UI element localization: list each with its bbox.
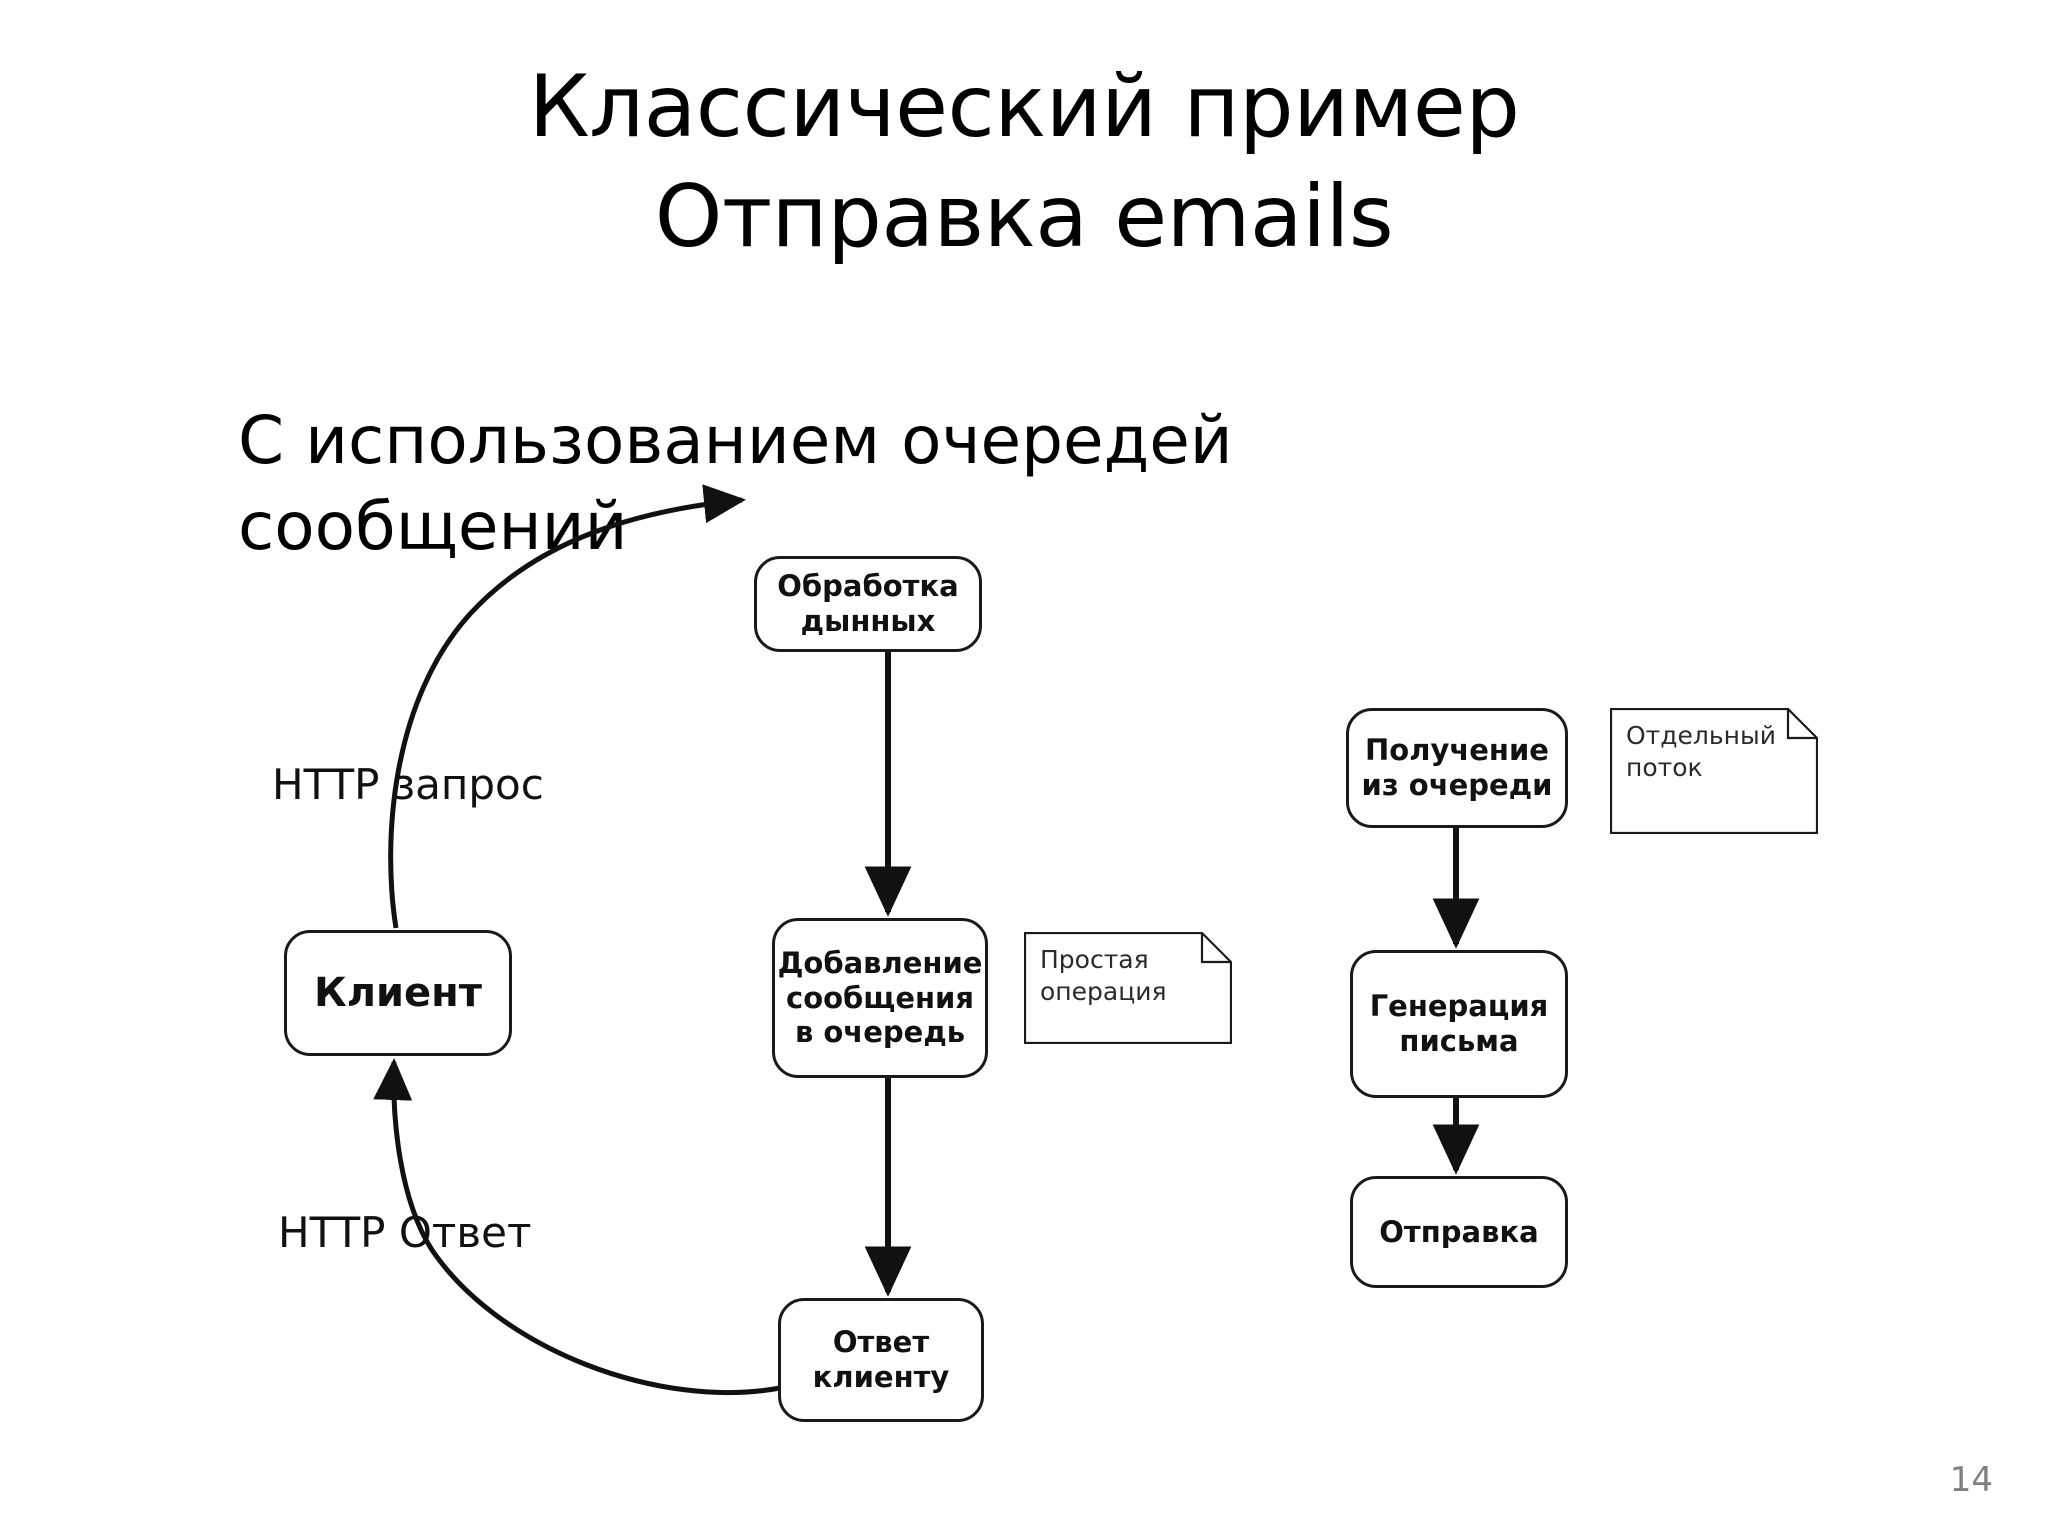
edge-label-http-request: HTTP запрос (272, 760, 544, 809)
edge-label-http-response: HTTP Ответ (278, 1208, 532, 1257)
node-send[interactable]: Отправка (1350, 1176, 1568, 1288)
node-processing[interactable]: Обработка дынных (754, 556, 982, 652)
note-separate-thread: Отдельный поток (1610, 708, 1818, 834)
node-client[interactable]: Клиент (284, 930, 512, 1056)
node-dequeue[interactable]: Получение из очереди (1346, 708, 1568, 828)
edge-client-to-processing (388, 484, 746, 929)
note-shape-separate-thread (1610, 708, 1818, 834)
page-number: 14 (1949, 1460, 1993, 1500)
slide-subtitle: С использованием очередей сообщений (238, 402, 1233, 565)
node-generate[interactable]: Генерация письма (1350, 950, 1568, 1098)
node-enqueue[interactable]: Добавление сообщения в очередь (772, 918, 988, 1078)
note-simple-operation-label: Простая операция (1040, 945, 1167, 1006)
note-shape-simple-operation (1024, 932, 1232, 1044)
note-simple-operation: Простая операция (1024, 932, 1232, 1044)
note-separate-thread-label: Отдельный поток (1626, 721, 1776, 782)
node-reply[interactable]: Ответ клиенту (778, 1298, 984, 1422)
edge-reply-to-client (373, 1058, 781, 1396)
page-title: Классический пример Отправка emails (528, 57, 1520, 268)
